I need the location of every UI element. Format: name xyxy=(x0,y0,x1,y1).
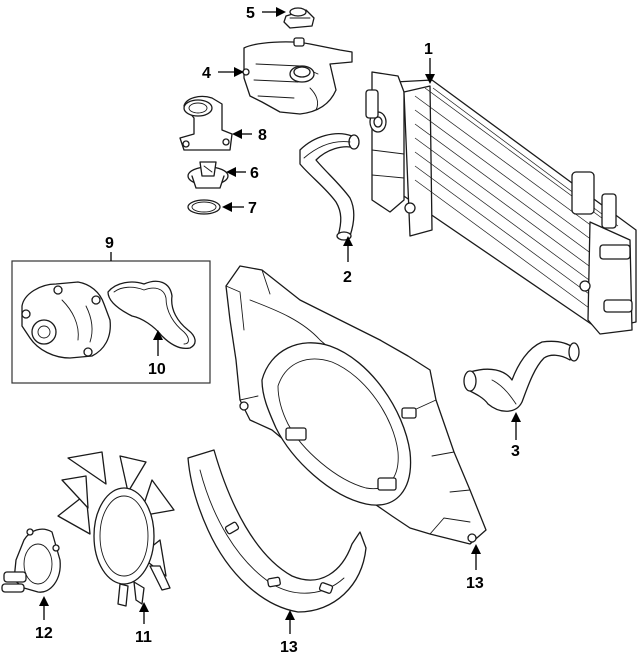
callout-13-upper: 13 xyxy=(466,575,484,592)
cooling-fan xyxy=(57,451,175,607)
callout-6: 6 xyxy=(250,165,259,182)
callout-13-lower: 13 xyxy=(280,639,298,655)
callout-11: 11 xyxy=(135,629,152,646)
lower-radiator-hose xyxy=(463,340,580,412)
lower-fan-shroud xyxy=(187,449,367,613)
callout-2: 2 xyxy=(343,269,352,286)
callout-4: 4 xyxy=(202,65,211,82)
callout-8: 8 xyxy=(258,127,267,144)
fan-clutch xyxy=(1,528,61,593)
reservoir-cap xyxy=(283,7,315,29)
radiator xyxy=(365,71,637,335)
callout-1: 1 xyxy=(424,41,433,58)
callout-10: 10 xyxy=(148,361,166,378)
thermostat-housing xyxy=(179,95,233,151)
thermostat xyxy=(187,161,229,189)
coolant-reservoir xyxy=(242,37,353,115)
callout-9: 9 xyxy=(105,235,114,252)
water-pump-gasket xyxy=(107,280,196,350)
callout-5: 5 xyxy=(246,5,255,22)
water-pump-kit-frame xyxy=(11,252,211,384)
leader-lines xyxy=(39,7,521,634)
callout-3: 3 xyxy=(511,443,520,460)
fan-shroud xyxy=(225,265,487,545)
callout-12: 12 xyxy=(35,625,53,642)
upper-radiator-hose xyxy=(299,133,360,241)
callout-7: 7 xyxy=(248,200,257,217)
water-pump xyxy=(21,281,111,359)
thermostat-gasket xyxy=(187,199,221,215)
